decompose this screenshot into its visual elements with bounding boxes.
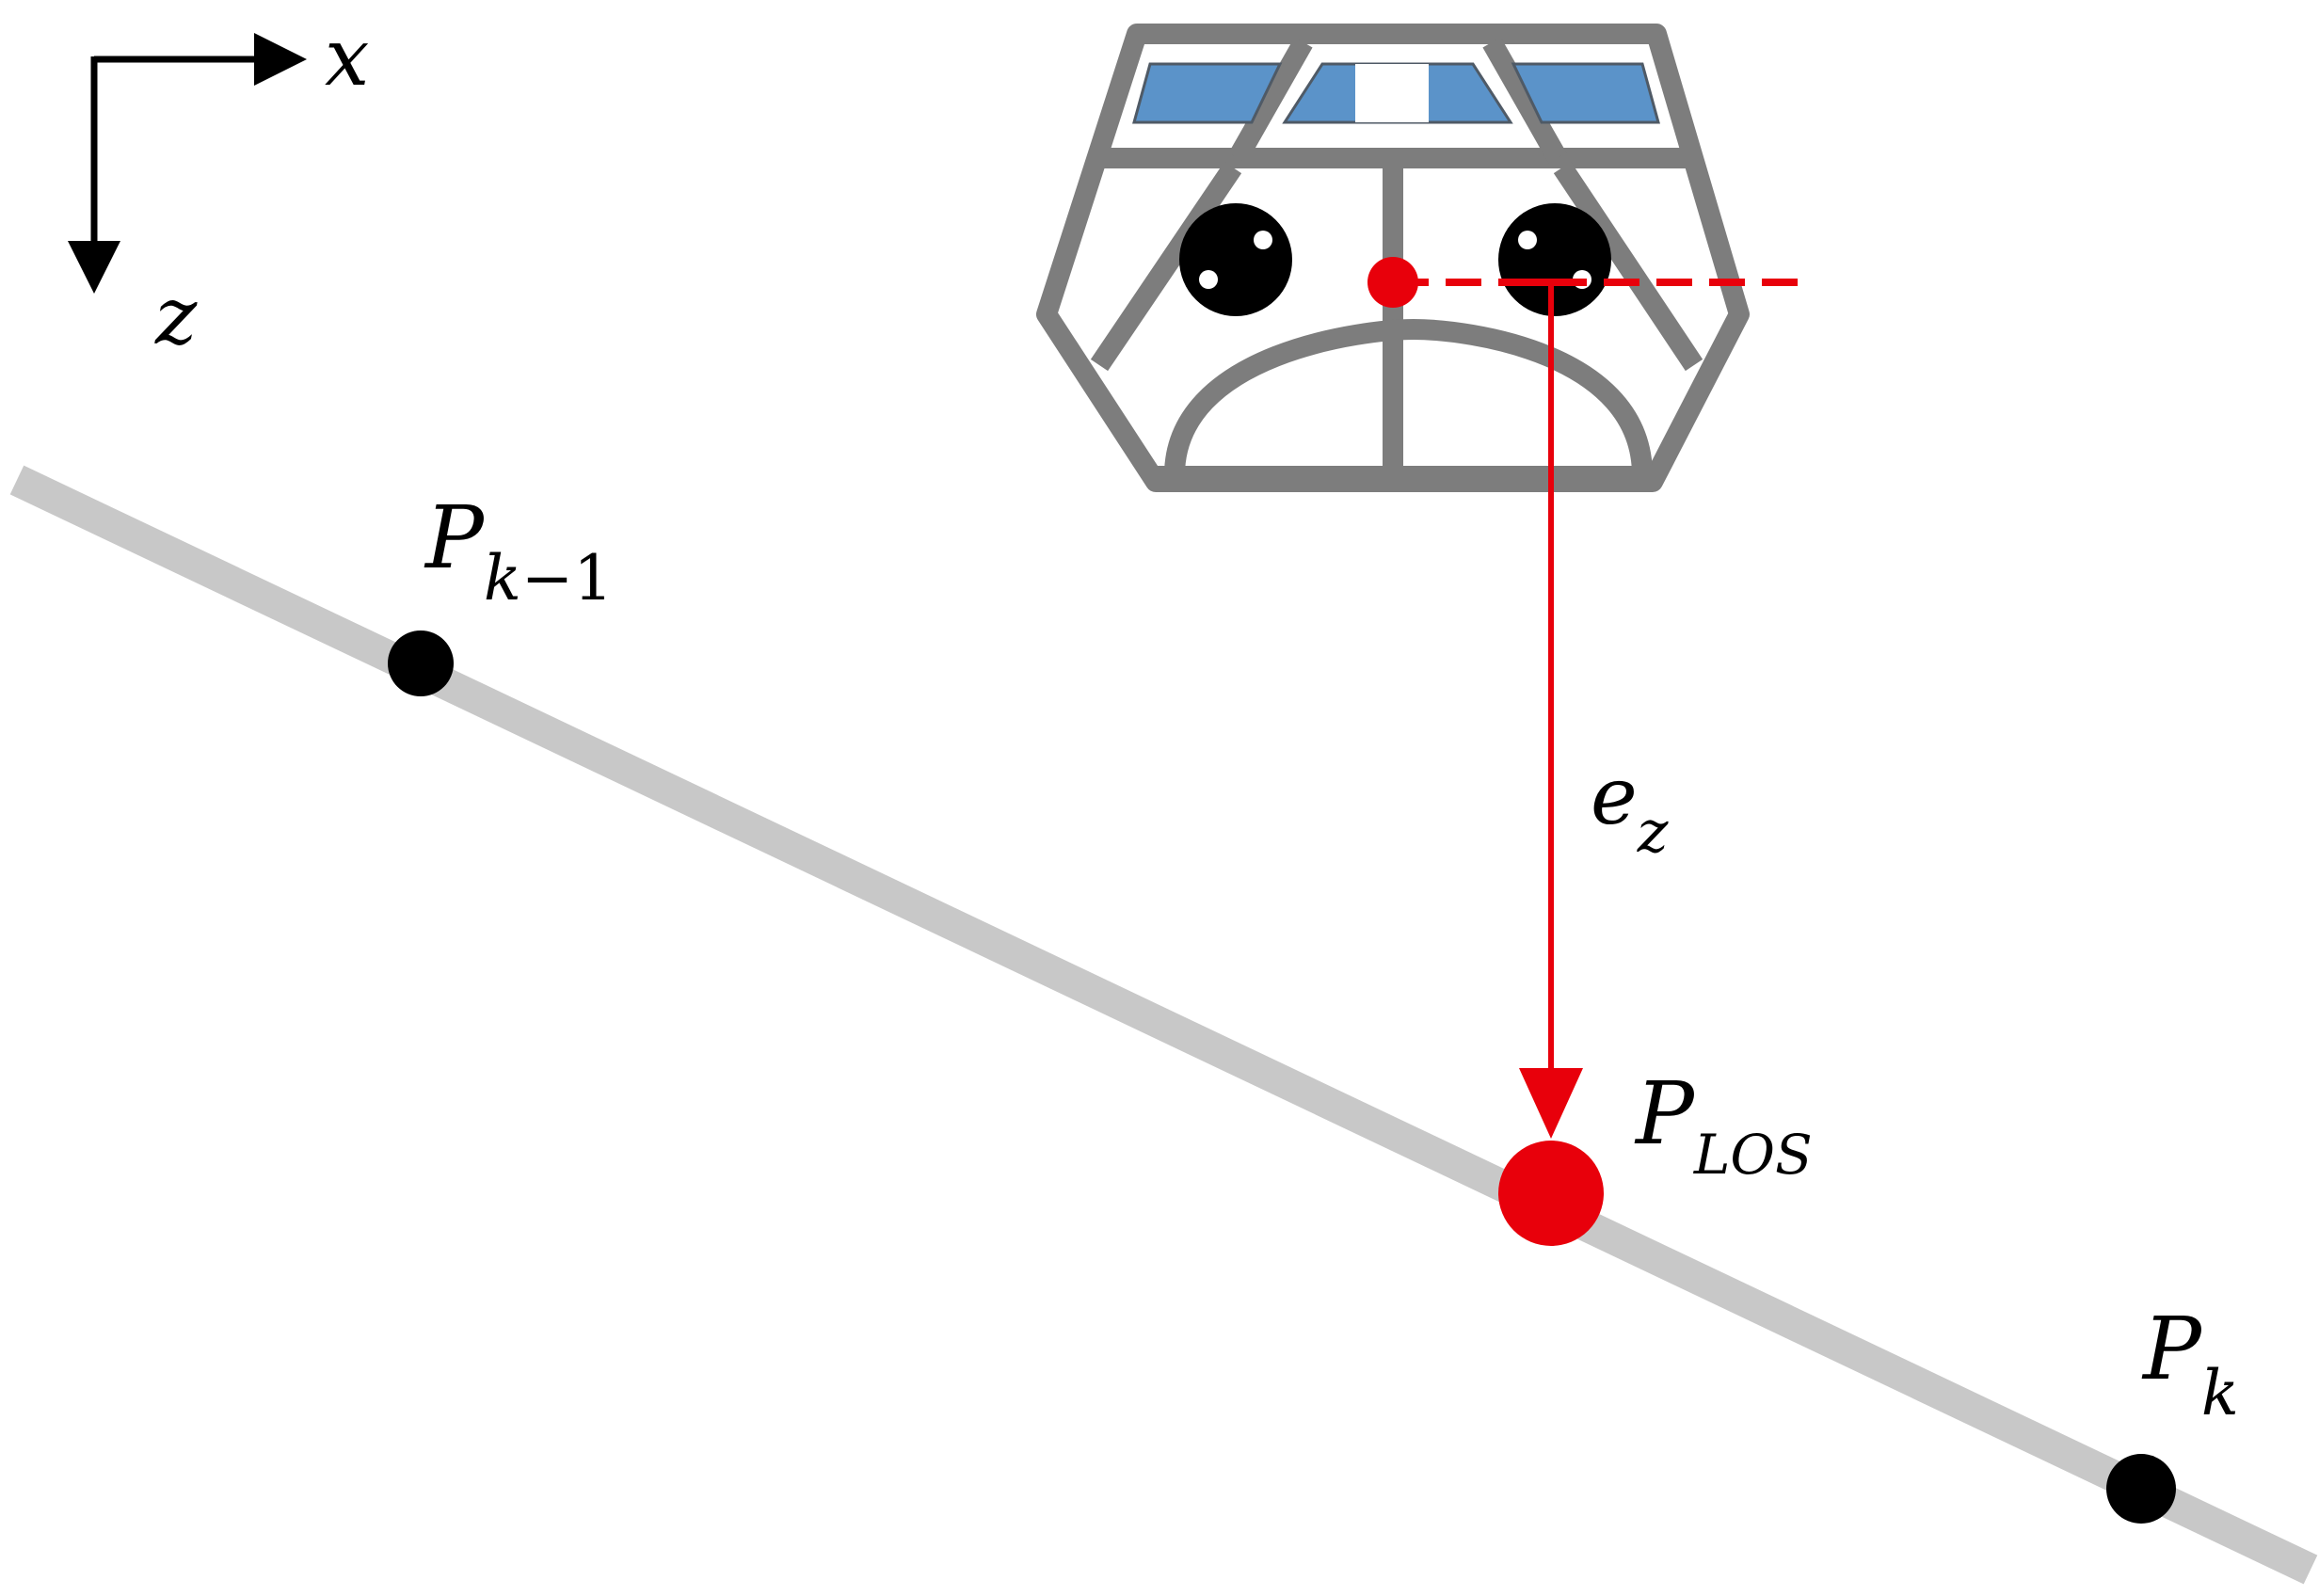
z-axis-label: z [154, 270, 198, 362]
x-axis-label: x [325, 11, 369, 104]
error-label: ez [1591, 750, 1669, 866]
vehicle-thruster-right [1498, 203, 1611, 316]
label-los-sub: LOS [1693, 1123, 1813, 1187]
x-axis-arrowhead [254, 33, 307, 86]
point-next [2106, 1454, 2176, 1524]
label-next-base: P [2141, 1299, 2203, 1399]
label-prev-base: P [424, 487, 486, 588]
coordinate-frame: x z [68, 11, 369, 362]
error-label-sub: z [1637, 797, 1669, 866]
label-prev-sub-var: k [484, 542, 521, 614]
error-label-base: e [1591, 750, 1638, 842]
label-prev-sub-rest: −1 [521, 542, 613, 614]
vehicle-center-panel [1355, 64, 1429, 122]
vehicle-window-left [1132, 62, 1283, 124]
z-axis-arrowhead [68, 241, 120, 294]
vehicle-top-divider-right [1482, 37, 1567, 164]
label-prev: Pk−1 [424, 487, 613, 614]
vehicle-window-right [1511, 62, 1660, 124]
vehicle-arch [1164, 318, 1653, 476]
thruster-left-hole-a [1254, 231, 1272, 249]
thruster-left-hole-b [1199, 270, 1218, 289]
error-arrowhead [1519, 1068, 1583, 1139]
thruster-right-body [1498, 203, 1611, 316]
label-los-base: P [1634, 1063, 1696, 1164]
label-los: PLOS [1634, 1063, 1813, 1187]
desired-path [9, 465, 2318, 1585]
point-los [1498, 1141, 1604, 1246]
vehicle-top-divider-left [1228, 37, 1313, 164]
thruster-right-hole-a [1518, 231, 1537, 249]
label-next-sub: k [2201, 1357, 2239, 1429]
thruster-left-body [1179, 203, 1292, 316]
label-next: Pk [2141, 1299, 2239, 1429]
vehicle-diagonal-strut-left [1090, 161, 1242, 372]
vehicle-diagonal-strut-right [1553, 161, 1703, 372]
vehicle-thruster-left [1179, 203, 1292, 316]
error-arrow [1519, 279, 1583, 1139]
point-prev [388, 630, 454, 696]
vehicle-center-point [1367, 257, 1418, 308]
